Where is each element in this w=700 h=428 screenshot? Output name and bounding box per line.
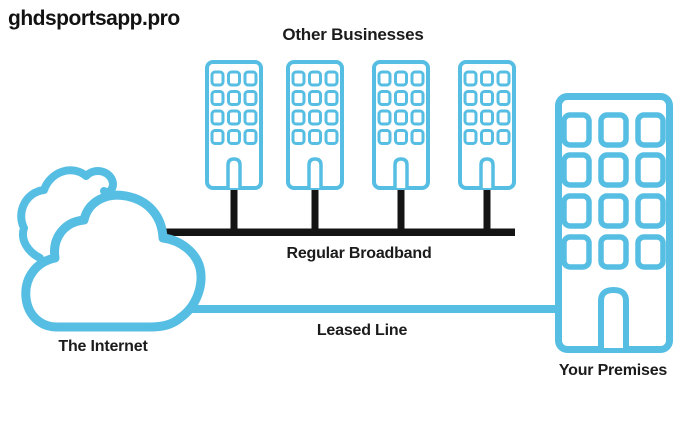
label-other-businesses: Other Businesses [282,25,424,44]
small-building-2 [286,60,344,190]
broadband-drop-line [397,183,405,235]
label-your-premises: Your Premises [558,362,668,379]
your-premises-building [555,93,673,353]
small-building-1 [205,60,263,190]
leased-line [165,305,558,313]
broadband-drop-line [230,183,238,235]
regular-broadband-bus-line [161,228,515,236]
label-regular-broadband: Regular Broadband [286,245,432,262]
small-building-3 [372,60,430,190]
internet-cloud-front [21,190,206,332]
broadband-drop-line [483,183,491,235]
watermark-site-name: ghdsportsapp.pro [8,7,180,30]
label-the-internet: The Internet [58,338,148,355]
internet-cloud-back [17,166,117,262]
small-building-4 [458,60,516,190]
label-leased-line: Leased Line [316,322,408,339]
broadband-drop-line [311,183,319,235]
broadband-drop-lines [230,183,491,235]
